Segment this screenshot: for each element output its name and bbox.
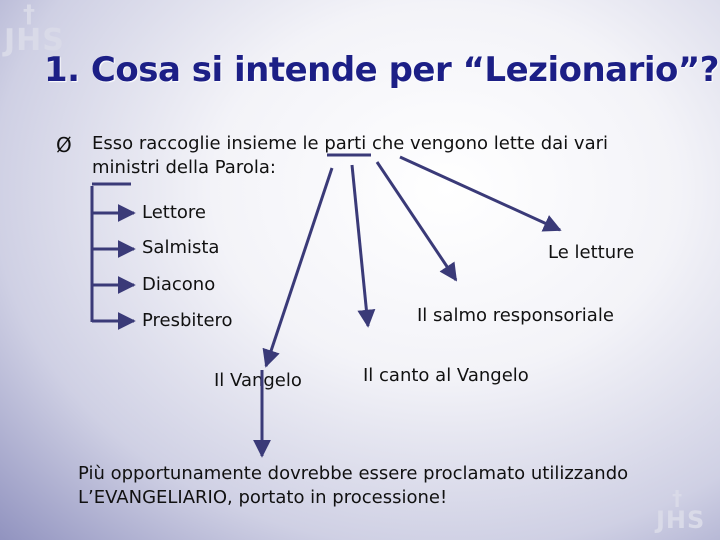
arrow-to-vangelo — [262, 167, 334, 368]
minister-presbitero: Presbitero — [142, 310, 233, 331]
slide-title: 1. Cosa si intende per “Lezionario”? — [44, 50, 719, 90]
minister-diacono: Diacono — [142, 274, 216, 295]
footer-note: Più opportunamente dovrebbe essere procl… — [78, 462, 678, 510]
jhs-logo-text: JHS — [4, 23, 65, 58]
jhs-logo-bottom: † JHS — [656, 488, 705, 532]
part-vangelo: Il Vangelo — [214, 370, 302, 391]
part-salmo: Il salmo responsoriale — [417, 305, 614, 326]
jhs-logo-text: JHS — [656, 506, 706, 534]
footer-line-2: L’EVANGELIARIO, portato in processione! — [78, 487, 448, 508]
arrow-to-canto — [375, 161, 458, 282]
arrow-to-letture — [399, 155, 562, 232]
footer-line-1: Più opportunamente dovrebbe essere procl… — [78, 463, 629, 484]
intro-text: Esso raccoglie insieme le parti che veng… — [92, 132, 652, 180]
arrow-bullet-icon: Ø — [56, 133, 72, 157]
part-canto: Il canto al Vangelo — [363, 365, 529, 386]
cross-icon: † — [22, 0, 36, 28]
intro-line-1: Esso raccoglie insieme le parti che veng… — [92, 133, 609, 154]
arrow-to-salmo — [350, 164, 376, 328]
intro-line-2: ministri della Parola: — [92, 157, 276, 178]
part-letture: Le letture — [548, 242, 635, 263]
minister-salmista: Salmista — [142, 237, 220, 258]
jhs-logo-top: † JHS — [4, 2, 65, 56]
cross-icon: † — [672, 486, 684, 510]
minister-lettore: Lettore — [142, 202, 206, 223]
